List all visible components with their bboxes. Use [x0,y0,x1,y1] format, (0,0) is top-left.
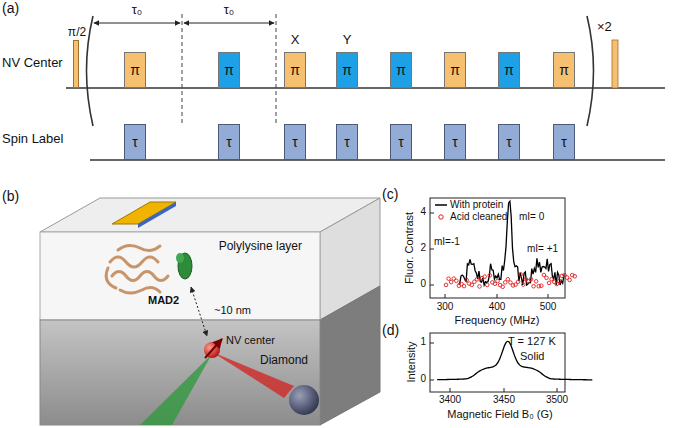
tick-label: 400 [489,301,506,313]
nv-pi-pulse: π [498,52,520,88]
legend-sample [434,211,448,223]
legend-text: With protein [450,199,503,211]
condition-label: T = 127 K [508,335,556,348]
delay-label: τ₀ [224,3,235,18]
legend-text: Acid cleaned [450,211,507,223]
nv-illustration [40,198,380,425]
axis-title: Intensity [405,342,418,383]
peak-label: mI= 0 [519,211,544,223]
axis-title: Frequency (MHz) [455,314,540,327]
node-label: τ [506,134,512,150]
nv-pi-pulse: π [284,52,306,88]
row-label: Spin Label [2,132,63,147]
reference-points [444,273,576,289]
peak-label: mI= +1 [527,243,558,255]
esr-curve [437,341,592,380]
node-label: π [290,62,300,78]
axis-title: Magnetic Field B₀ (G) [447,408,552,421]
node-label: τ [344,134,350,150]
node-label: τ [292,134,298,150]
spin-label-pulse: τ [218,124,240,160]
pi-half-pulse: π/2 [73,40,79,88]
condition-label: Solid [520,350,544,363]
legend-entry: With protein [434,199,514,211]
phase-label: X [291,33,300,48]
panel-letter: (a) [2,0,19,16]
pulse-sequence [66,14,665,160]
tick-label: 0 [420,278,426,290]
nv-pi-pulse: π [124,52,146,88]
tick-label: 500 [540,301,557,313]
node-label: π [450,62,460,78]
delay-label: τ₀ [132,3,143,18]
legend-sample [434,199,448,211]
spin-label-pulse: τ [498,124,520,160]
node-label: τ [398,134,404,150]
panel-letter: (b) [2,188,19,204]
nv-pi-pulse: π [390,52,412,88]
tick-label: 300 [437,301,454,313]
repeat-count: ×2 [597,20,612,35]
spin-label-pulse: τ [553,124,575,160]
plot-curves [430,201,592,392]
tick-label: 2 [420,242,426,254]
spin-label-pulse: τ [390,124,412,160]
tick-label: 3450 [493,394,515,406]
spin-label-pulse: τ [444,124,466,160]
protein-label: MAD2 [148,294,179,307]
node-label: π [130,62,140,78]
nv-pi-pulse: π [444,52,466,88]
panel-letter: (d) [382,322,399,338]
node-label: π [342,62,352,78]
nv-pi-pulse: π [336,52,358,88]
spin-label-pulse: τ [124,124,146,160]
tick-label: 3400 [439,394,461,406]
axis-title: Fluor. Contrast [403,212,416,284]
node-label: π [224,62,234,78]
spin-label-pulse: τ [336,124,358,160]
axis-ticks [430,213,557,392]
row-label: NV Center [2,56,63,71]
diamond-substrate: Diamond [40,320,320,425]
legend-entry: Acid cleaned [434,211,514,223]
node-label: π [559,62,569,78]
node-label: τ [132,134,138,150]
node-label: τ [226,134,232,150]
node-label: Diamond [260,354,308,368]
phase-label: Y [343,33,352,48]
distance-label: ~10 nm [214,304,251,317]
node-label: Polylysine layer [219,240,302,254]
nv-label: NV center [226,334,275,347]
tick-label: 3500 [546,394,568,406]
node-label: τ [452,134,458,150]
node-label: π/2 [68,26,86,40]
tick-label: 1 [420,336,426,348]
tick-label: 0 [420,373,426,385]
panel-letter: (c) [382,186,398,202]
node-label: π [396,62,406,78]
peak-label: mI=-1 [434,236,460,248]
polylysine-layer: Polylysine layer [40,232,320,320]
tick-label: 4 [420,206,426,218]
nv-pi-pulse: π [553,52,575,88]
node-label: π [504,62,514,78]
node-label: τ [561,134,567,150]
spin-label-pulse: τ [284,124,306,160]
nv-pi-pulse: π [218,52,240,88]
